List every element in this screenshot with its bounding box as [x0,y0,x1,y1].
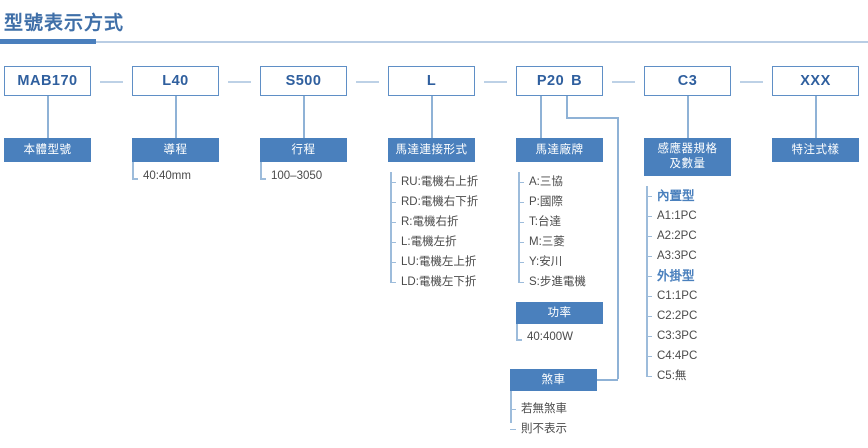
code-text: MAB170 [17,73,78,89]
connector-dash [612,81,635,83]
code-text: XXX [800,73,831,89]
code-text: L [426,73,437,89]
label-text: 馬達連接形式 [395,143,468,156]
list-spine [390,172,392,282]
list-item: A2:2PC [646,226,697,246]
list-item: Y:安川 [518,252,586,272]
code-box-lead[interactable]: L40 [132,66,219,96]
label-box-motor-connection[interactable]: 馬達連接形式 [388,138,475,162]
brake-connector-segment-4 [597,379,618,381]
brake-connector-segment-3 [617,117,619,379]
code-box-body-model[interactable]: MAB170 [4,66,91,96]
list-item: C3:3PC [646,326,697,346]
label-text: 行程 [291,143,316,156]
code-text: S500 [285,73,322,89]
label-text-line1: 感應器規格 [657,143,718,155]
page-title: 型號表示方式 [4,13,125,34]
list-item: 若無煞車 [510,399,567,419]
brake-connector-segment-2 [566,117,618,119]
list-item: RU:電機右上折 [390,172,478,192]
list-item: L:電機左折 [390,232,478,252]
code-box-special-spec[interactable]: XXX [772,66,859,96]
list-group-header: 內置型 [646,186,697,206]
label-text: 導程 [163,143,188,156]
list-item: RD:電機右下折 [390,192,478,212]
option-list-brake: 若無煞車 則不表示 [510,399,567,439]
label-box-sensor[interactable]: 感應器規格 及數量 [644,138,731,176]
label-text: 本體型號 [23,143,72,156]
connector-line [540,96,542,138]
connector-dash [740,81,763,83]
label-box-power[interactable]: 功率 [516,302,603,324]
list-spine [518,172,520,282]
option-list-motor-connection: RU:電機右上折 RD:電機右下折 R:電機右折 L:電機左折 LU:電機左上折… [390,172,478,292]
list-item: 40:40mm [132,170,191,182]
header-accent-bar [0,39,96,44]
connector-line [175,96,177,138]
list-item: LD:電機左下折 [390,272,478,292]
list-item: 則不表示 [510,419,567,439]
label-box-special-spec[interactable]: 特注式樣 [772,138,859,162]
list-item: T:台達 [518,212,586,232]
connector-line [47,96,49,138]
list-item: 100–3050 [260,170,322,182]
code-box-sensor[interactable]: C3 [644,66,731,96]
list-item: P:國際 [518,192,586,212]
list-spine [132,162,134,179]
list-item: C1:1PC [646,286,697,306]
connector-dash [100,81,123,83]
brake-connector-segment-1 [566,96,568,118]
list-spine [516,324,518,339]
list-item: M:三菱 [518,232,586,252]
list-item: A:三協 [518,172,586,192]
connector-line [431,96,433,138]
connector-dash [484,81,507,83]
label-text: 煞車 [541,373,566,386]
list-group-header: 外掛型 [646,266,697,286]
label-box-lead[interactable]: 導程 [132,138,219,162]
label-text-line2: 及數量 [669,158,706,170]
connector-line [687,96,689,138]
connector-line [303,96,305,138]
list-spine [646,186,648,376]
code-text-brake: B [571,73,583,89]
code-box-motor-connection[interactable]: L [388,66,475,96]
option-list-motor-brand: A:三協 P:國際 T:台達 M:三菱 Y:安川 S:步進電機 [518,172,586,292]
label-box-brake[interactable]: 煞車 [510,369,597,391]
code-box-stroke[interactable]: S500 [260,66,347,96]
code-box-motor-brand[interactable]: P20 B [516,66,603,96]
code-text: L40 [162,73,189,89]
label-box-motor-brand[interactable]: 馬達廠牌 [516,138,603,162]
option-list-sensor: 內置型 A1:1PC A2:2PC A3:3PC 外掛型 C1:1PC C2:2… [646,186,697,386]
list-spine [260,162,262,179]
label-box-body-model[interactable]: 本體型號 [4,138,91,162]
list-item: A1:1PC [646,206,697,226]
label-text: 特注式樣 [791,143,840,156]
connector-line [815,96,817,138]
list-item: 40:400W [516,331,573,343]
code-text: P20 [536,73,565,89]
list-item: R:電機右折 [390,212,478,232]
list-item: C5:無 [646,366,697,386]
list-item: S:步進電機 [518,272,586,292]
connector-dash [228,81,251,83]
list-item: LU:電機左上折 [390,252,478,272]
connector-dash [356,81,379,83]
label-box-stroke[interactable]: 行程 [260,138,347,162]
list-item: A3:3PC [646,246,697,266]
label-text: 功率 [547,306,572,319]
label-text: 馬達廠牌 [535,143,584,156]
list-item: C4:4PC [646,346,697,366]
code-text: C3 [677,73,698,89]
header-rule [0,41,868,43]
list-item: C2:2PC [646,306,697,326]
list-spine [510,391,512,423]
